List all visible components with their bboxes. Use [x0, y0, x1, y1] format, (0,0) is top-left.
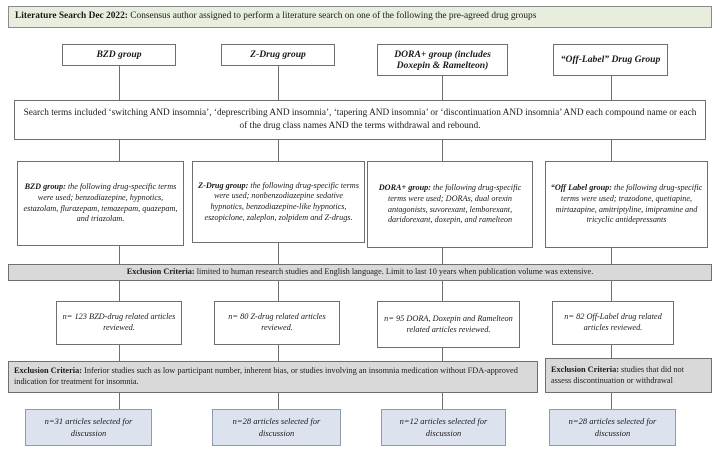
selected-box-dora: n=12 articles selected for discussion	[381, 409, 506, 446]
group-box-zdrug: Z-Drug group	[221, 44, 335, 66]
exclusion-criteria-3-rest: studies that did not assess discontinuat…	[551, 364, 684, 385]
connector-dora-to-search	[442, 76, 443, 100]
exclusion-criteria-3-text: Exclusion Criteria: studies that did not…	[551, 365, 706, 387]
connector-bzd-to-search	[119, 66, 120, 100]
group-box-bzd-label: BZD group	[96, 49, 142, 61]
group-box-offlabel: “Off-Label” Drug Group	[553, 44, 668, 76]
connector-terms-to-excl1-dora	[442, 248, 443, 264]
group-box-zdrug-label: Z-Drug group	[250, 49, 306, 61]
drug-terms-box-offlabel: “Off Label group: the following drug-spe…	[545, 161, 708, 248]
header-banner-bold: Literature Search Dec 2022:	[15, 11, 128, 22]
drug-terms-dora-text: DORA+ group: the following drug-specific…	[372, 183, 528, 226]
connector-excl1-to-count-bzd	[119, 281, 120, 301]
connector-count-to-excl2-bzd	[119, 345, 120, 361]
exclusion-criteria-3-bold: Exclusion Criteria:	[551, 364, 619, 374]
search-terms-box: Search terms included ‘switching AND ins…	[14, 100, 706, 140]
exclusion-criteria-2-text: Exclusion Criteria: Inferior studies suc…	[14, 366, 532, 388]
drug-terms-bzd-rest: the following drug-specific terms were u…	[23, 182, 178, 224]
selected-box-offlabel-text: n=28 articles selected for discussion	[568, 416, 657, 438]
drug-terms-zdrug-bold: Z-Drug group:	[198, 180, 249, 190]
connector-search-to-terms-dora	[442, 140, 443, 161]
drug-terms-box-zdrug: Z-Drug group: the following drug-specifi…	[192, 161, 365, 243]
drug-terms-dora-bold: DORA+ group:	[378, 183, 431, 193]
selected-box-zdrug: n=28 articles selected for discussion	[212, 409, 341, 446]
header-banner-rest: Consensus author assigned to perform a l…	[127, 11, 537, 22]
count-box-dora-text: n= 95 DORA, Doxepin and Ramelteon relate…	[384, 313, 513, 334]
selected-box-bzd-text: n=31 articles selected for discussion	[44, 416, 133, 438]
count-box-bzd: n= 123 BZD-drug related articles reviewe…	[56, 301, 182, 345]
connector-search-to-terms-offlabel	[611, 140, 612, 161]
count-box-offlabel-text: n= 82 Off-Label drug related articles re…	[564, 312, 662, 332]
drug-terms-zdrug-rest: the following drug-specific terms were u…	[204, 180, 359, 222]
connector-count-to-excl2-zdrug	[278, 345, 279, 361]
drug-terms-dora-rest: the following drug-specific terms were u…	[387, 183, 522, 225]
selected-box-bzd: n=31 articles selected for discussion	[25, 409, 152, 446]
connector-search-to-terms-zdrug	[278, 140, 279, 161]
exclusion-criteria-bar-1: Exclusion Criteria: limited to human res…	[8, 264, 712, 281]
count-box-bzd-text: n= 123 BZD-drug related articles reviewe…	[62, 312, 176, 332]
count-box-zdrug-text: n= 80 Z-drug related articles reviewed.	[228, 312, 326, 332]
exclusion-criteria-1-rest: limited to human research studies and En…	[194, 267, 594, 277]
drug-terms-zdrug-text: Z-Drug group: the following drug-specifi…	[197, 181, 360, 224]
connector-excl3-to-selected-offlabel	[611, 393, 612, 409]
exclusion-criteria-bar-3: Exclusion Criteria: studies that did not…	[545, 358, 712, 393]
drug-terms-box-bzd: BZD group: the following drug-specific t…	[17, 161, 184, 246]
connector-count-to-excl2-dora	[442, 348, 443, 361]
exclusion-criteria-1-bold: Exclusion Criteria:	[126, 267, 195, 277]
connector-terms-to-excl1-bzd	[119, 246, 120, 264]
header-banner: Literature Search Dec 2022: Consensus au…	[8, 6, 712, 28]
group-box-dora-label: DORA+ group (includes Doxepin & Ramelteo…	[394, 48, 491, 71]
connector-offlabel-to-search	[611, 76, 612, 100]
group-box-bzd: BZD group	[62, 44, 176, 66]
drug-terms-offlabel-bold: “Off Label group:	[550, 183, 612, 193]
header-banner-text: Literature Search Dec 2022: Consensus au…	[15, 11, 705, 22]
connector-excl2-to-selected-dora	[442, 393, 443, 409]
drug-terms-offlabel-rest: the following drug-specific terms were u…	[555, 183, 703, 225]
connector-excl2-to-selected-zdrug	[278, 393, 279, 409]
connector-excl1-to-count-offlabel	[611, 281, 612, 301]
drug-terms-bzd-bold: BZD group:	[24, 182, 66, 192]
drug-terms-bzd-text: BZD group: the following drug-specific t…	[22, 182, 179, 225]
group-box-offlabel-label: “Off-Label” Drug Group	[560, 54, 661, 66]
connector-excl1-to-count-dora	[442, 281, 443, 301]
connector-count-to-excl3-offlabel	[611, 345, 612, 358]
search-terms-text: Search terms included ‘switching AND ins…	[23, 108, 697, 131]
selected-box-offlabel: n=28 articles selected for discussion	[549, 409, 676, 446]
count-box-zdrug: n= 80 Z-drug related articles reviewed.	[214, 301, 340, 345]
count-box-dora: n= 95 DORA, Doxepin and Ramelteon relate…	[377, 301, 520, 348]
connector-terms-to-excl1-offlabel	[611, 248, 612, 264]
count-box-offlabel: n= 82 Off-Label drug related articles re…	[552, 301, 674, 345]
selected-box-zdrug-text: n=28 articles selected for discussion	[232, 416, 321, 438]
connector-excl1-to-count-zdrug	[278, 281, 279, 301]
selected-box-dora-text: n=12 articles selected for discussion	[399, 416, 488, 438]
connector-zdrug-to-search	[278, 66, 279, 100]
connector-excl2-to-selected-bzd	[119, 393, 120, 409]
exclusion-criteria-bar-2: Exclusion Criteria: Inferior studies suc…	[8, 361, 538, 393]
drug-terms-offlabel-text: “Off Label group: the following drug-spe…	[550, 183, 703, 226]
connector-search-to-terms-bzd	[119, 140, 120, 161]
exclusion-criteria-1-text: Exclusion Criteria: limited to human res…	[13, 267, 707, 278]
drug-terms-box-dora: DORA+ group: the following drug-specific…	[367, 161, 533, 248]
group-box-dora: DORA+ group (includes Doxepin & Ramelteo…	[377, 44, 508, 76]
exclusion-criteria-2-bold: Exclusion Criteria:	[14, 366, 82, 376]
connector-terms-to-excl1-zdrug	[278, 243, 279, 264]
exclusion-criteria-2-rest: Inferior studies such as low participant…	[14, 366, 518, 386]
